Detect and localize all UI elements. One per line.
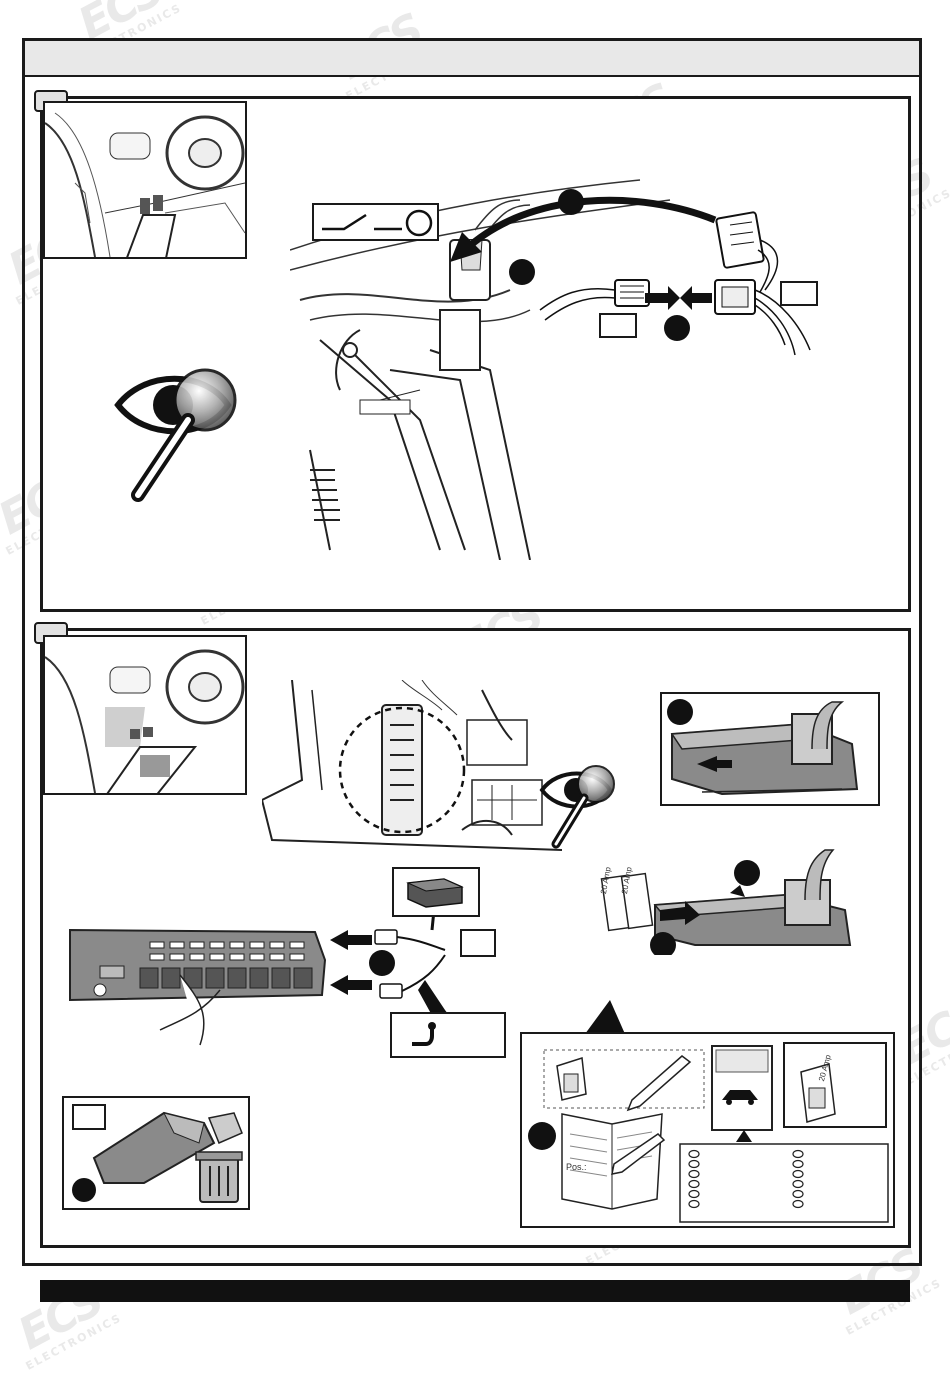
magnifier-eye-icon (539, 765, 615, 849)
documentation-drawing (528, 1045, 889, 1223)
fuse-holder-detail-box (660, 692, 880, 806)
pointer-triangle (585, 1000, 625, 1034)
relay-label-box (392, 867, 480, 917)
dashboard-thumbnail-2 (43, 635, 247, 798)
fuse-icon (556, 1057, 587, 1101)
car-icon (722, 1090, 758, 1105)
fuse-holder-drawing (667, 699, 859, 796)
footer-bar (40, 1280, 910, 1302)
manual-position-text: Pos.: (566, 1162, 587, 1172)
step-marker (664, 315, 690, 341)
label-box (599, 313, 637, 338)
step-marker (650, 932, 676, 955)
step-marker (734, 860, 760, 886)
pencil-icon (626, 1055, 692, 1112)
step-marker (528, 1122, 556, 1150)
label-box (460, 929, 496, 957)
fuse-box-module (69, 928, 327, 1046)
step-marker (72, 1178, 96, 1202)
wire-connectors (330, 900, 460, 1030)
fuse-insertion-drawing (600, 849, 852, 955)
step-marker (667, 699, 693, 725)
label-box (780, 281, 818, 306)
connector-diagram (450, 189, 811, 356)
relay-module-icon (406, 878, 464, 908)
dashboard-thumbnail-1 (43, 101, 247, 264)
fuse-icon (800, 1063, 836, 1123)
label-box (72, 1104, 106, 1130)
header-bar (25, 41, 919, 77)
old-fuse-holder-drawing (72, 1111, 243, 1203)
switch-label-box (312, 203, 439, 241)
dashboard-drawing (44, 112, 246, 264)
dashboard-drawing (44, 649, 245, 798)
documentation-box: Pos.: 20 Amp (520, 1032, 895, 1228)
wire-hook-icon (412, 1022, 436, 1046)
step-marker (369, 950, 395, 976)
page-frame (22, 38, 922, 1266)
fusebox-location-drawing (262, 680, 562, 851)
wire-hook-label-box (390, 1012, 506, 1058)
disposal-box (62, 1096, 250, 1210)
magnifier-eye-icon (114, 368, 237, 502)
trash-can-icon (195, 1151, 243, 1203)
step-marker (558, 189, 584, 215)
fuse-detail-box: 20 Amp (783, 1042, 887, 1128)
step-marker (509, 259, 535, 285)
switch-symbol-icon (322, 209, 433, 237)
